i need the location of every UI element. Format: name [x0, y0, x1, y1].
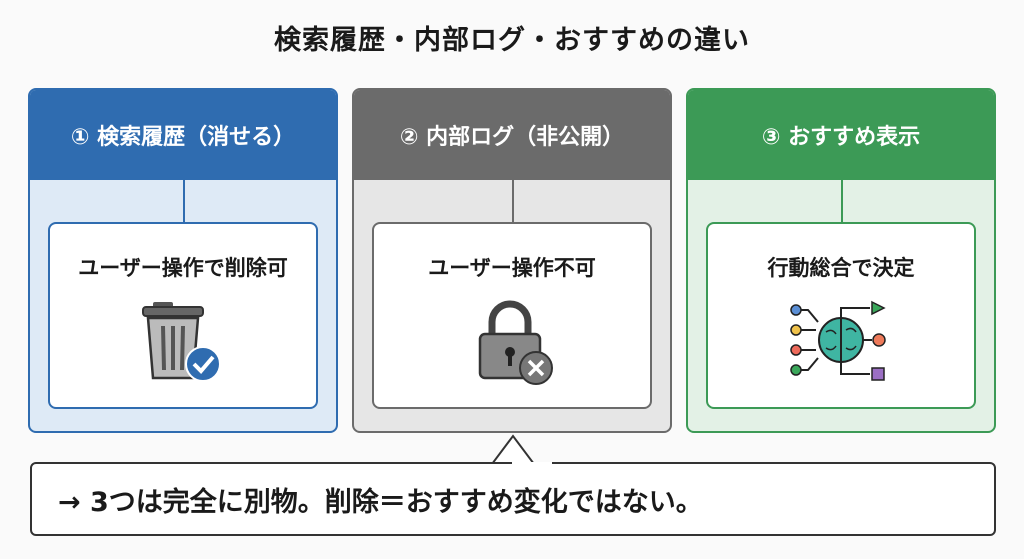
panel-header: ① 検索履歴（消せる）: [30, 90, 336, 180]
lock-x-icon: [478, 300, 553, 385]
connector-line: [183, 180, 185, 224]
summary-callout: → 3つは完全に別物。削除＝おすすめ変化ではない。: [30, 462, 996, 536]
page-title: 検索履歴・内部ログ・おすすめの違い: [274, 25, 750, 56]
info-text: ユーザー操作不可: [428, 256, 596, 280]
panel-header: ③ おすすめ表示: [688, 90, 994, 180]
panel-search-history: ① 検索履歴（消せる） ユーザー操作で削除可: [28, 88, 338, 433]
callout-text: → 3つは完全に別物。削除＝おすすめ変化ではない。: [58, 486, 703, 518]
trash-check-icon: [142, 302, 221, 382]
callout-pointer: [492, 434, 534, 465]
info-box: ユーザー操作不可: [372, 222, 652, 409]
connector-line: [512, 180, 514, 224]
panel-recommendations: ③ おすすめ表示 行動総合で決定: [686, 88, 996, 433]
info-box: 行動総合で決定: [706, 222, 976, 409]
info-text: 行動総合で決定: [767, 256, 915, 280]
panel-header: ② 内部ログ（非公開）: [354, 90, 670, 180]
connector-line: [841, 180, 843, 224]
brain-network-icon: [790, 300, 886, 381]
panel-internal-log: ② 内部ログ（非公開） ユーザー操作不可: [352, 88, 672, 433]
info-text: ユーザー操作で削除可: [78, 256, 288, 280]
info-box: ユーザー操作で削除可: [48, 222, 318, 409]
